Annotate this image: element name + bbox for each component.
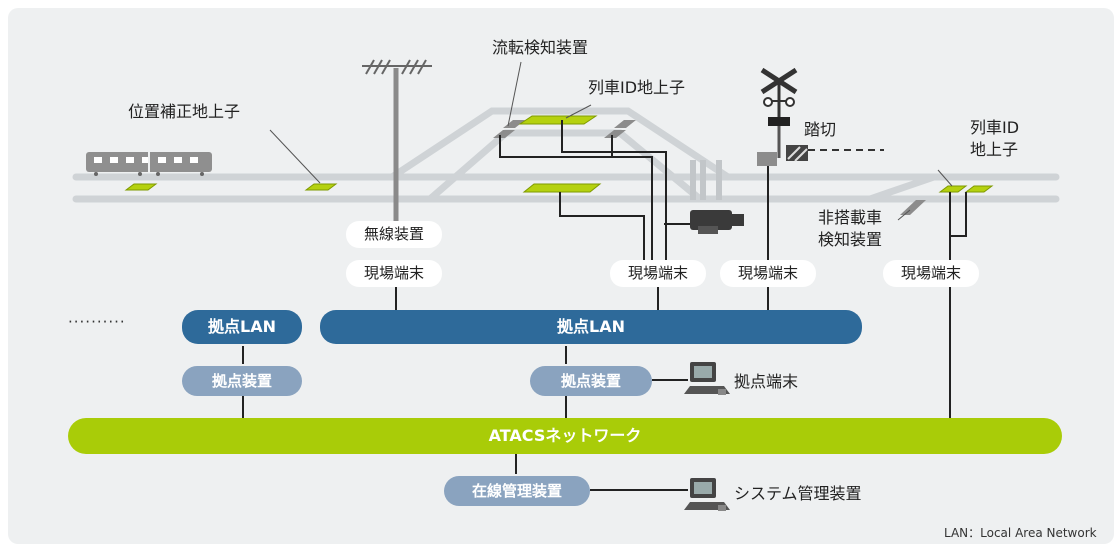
position-correction-label: 位置補正地上子 [128, 102, 241, 121]
field-terminal-bubble: 現場端末 [720, 260, 816, 287]
computer-terminal-icon [684, 478, 730, 511]
field-terminal-bubble: 現場端末 [610, 260, 706, 287]
railroad-crossing-icon [757, 67, 884, 166]
signal-wiring [499, 120, 967, 262]
base-lan-left: 拠点LAN [182, 310, 302, 344]
rotation-detector-label: 流転検知装置 [492, 38, 589, 57]
computer-terminal-icon [684, 362, 730, 395]
base-device-left: 拠点装置 [182, 366, 302, 396]
base-terminal-label: 拠点端末 [734, 372, 799, 391]
crossing-label: 踏切 [804, 120, 837, 139]
field-terminal-bubble: 現場端末 [883, 260, 979, 287]
line-manager-device: 在線管理装置 [444, 476, 590, 506]
track-lines [72, 107, 1060, 203]
lan-footnote: LAN：Local Area Network [944, 526, 1097, 540]
train-id-right-label-line2: 地上子 [970, 140, 1019, 159]
base-device-center: 拠点装置 [530, 366, 652, 396]
label-leaders [269, 61, 953, 221]
base-lan-main: 拠点LAN [320, 310, 862, 344]
non-equipped-detector-label-line1: 非搭載車 [818, 208, 883, 227]
field-terminal-bubble: 現場端末 [346, 260, 442, 287]
train-icon [86, 152, 212, 176]
train-id-right-label-line1: 列車ID [970, 118, 1020, 137]
radio-device-bubble: 無線装置 [346, 221, 442, 248]
antenna-icon [362, 59, 432, 225]
point-machine-icon [690, 160, 744, 234]
atacs-network-bar: ATACSネットワーク [68, 418, 1062, 454]
transponder-icons [124, 115, 994, 193]
train-id-center-label: 列車ID地上子 [588, 78, 686, 97]
network-trunks [242, 287, 951, 491]
system-manager-label: システム管理装置 [734, 484, 862, 503]
lan-ellipsis: ·········· [68, 313, 126, 331]
non-equipped-detector-label-line2: 検知装置 [818, 230, 883, 249]
